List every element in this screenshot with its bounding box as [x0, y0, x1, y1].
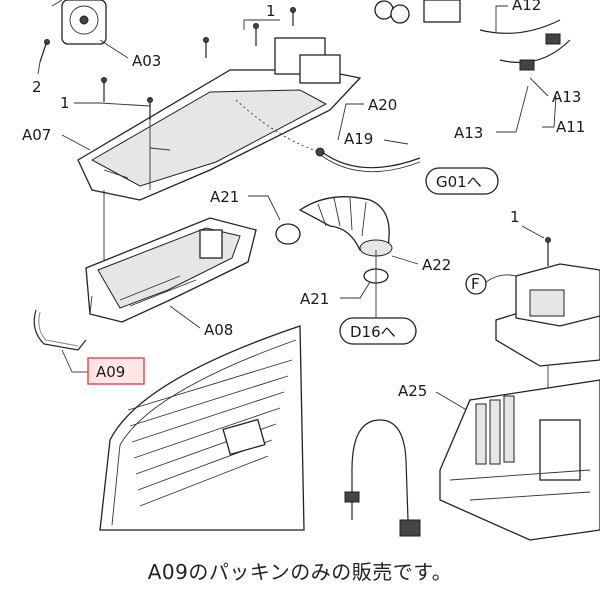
ref-d16-tag [339, 317, 417, 345]
label-1-right: 1 [510, 208, 520, 226]
panel-rib [127, 359, 293, 411]
label-f: F [471, 275, 480, 293]
part-a22-bellows [298, 196, 393, 257]
part-a20-clip [315, 147, 325, 157]
label-a11: A11 [556, 118, 585, 136]
part-front-panel [99, 325, 305, 531]
label-1-left: 1 [60, 94, 70, 112]
label-1-top: 1 [266, 2, 276, 20]
label-a19: A19 [344, 130, 373, 148]
label-a13: A13 [454, 124, 483, 142]
leader-1-right [521, 225, 545, 239]
panel-rib [139, 455, 269, 507]
leader-a21-top [248, 195, 281, 221]
label-a09-highlight-box [87, 357, 145, 385]
leader-a13 [496, 85, 529, 133]
part-a03-fan [51, 0, 107, 45]
label-d16: D16へ [350, 323, 396, 341]
part-a21-ring-top [275, 223, 301, 245]
label-a21-top: A21 [210, 188, 239, 206]
leader-a08 [169, 305, 201, 329]
ref-g01-tag [425, 167, 499, 195]
part-a19-hose [321, 151, 421, 169]
leader-a07 [61, 134, 91, 151]
leader-a13-right [529, 77, 549, 97]
leader-a11 [542, 95, 557, 128]
part-right-module [495, 263, 600, 367]
label-a03: A03 [132, 52, 161, 70]
label-a22: A22 [422, 256, 451, 274]
label-a07: A07 [22, 126, 51, 144]
part-a07-housing [77, 37, 362, 201]
leader-2 [37, 61, 41, 75]
part-a25-base [439, 379, 600, 541]
part-a08-tray [85, 217, 257, 323]
leader-a09 [61, 349, 73, 373]
label-a12: A12 [512, 0, 541, 14]
label-g01: G01へ [436, 173, 482, 191]
label-a20: A20 [368, 96, 397, 114]
label-a09: A09 [96, 363, 125, 381]
label-2: 2 [32, 78, 42, 96]
caption-text: A09のパッキンのみの販売です。 [147, 560, 453, 584]
part-cable [351, 419, 409, 521]
label-a25: A25 [398, 382, 427, 400]
part-a09-gasket [33, 309, 87, 351]
leader-a20 [337, 103, 364, 141]
screw-2 [39, 39, 50, 63]
panel-rib [129, 375, 289, 427]
panel-rib [131, 391, 285, 443]
label-a21-bottom: A21 [300, 290, 329, 308]
part-cable-connector [399, 519, 421, 537]
label-a08: A08 [204, 321, 233, 339]
leader-a21-bottom [340, 281, 371, 299]
leader-a22 [391, 255, 419, 265]
leader-a19 [383, 139, 409, 145]
part-pipes-top-right [374, 0, 571, 71]
leader-a12 [495, 5, 508, 32]
label-a13-right: A13 [552, 88, 581, 106]
ref-f-circle [465, 273, 487, 295]
leader-a03 [99, 39, 129, 59]
panel-rib [133, 407, 281, 459]
leader-a25 [435, 391, 471, 413]
